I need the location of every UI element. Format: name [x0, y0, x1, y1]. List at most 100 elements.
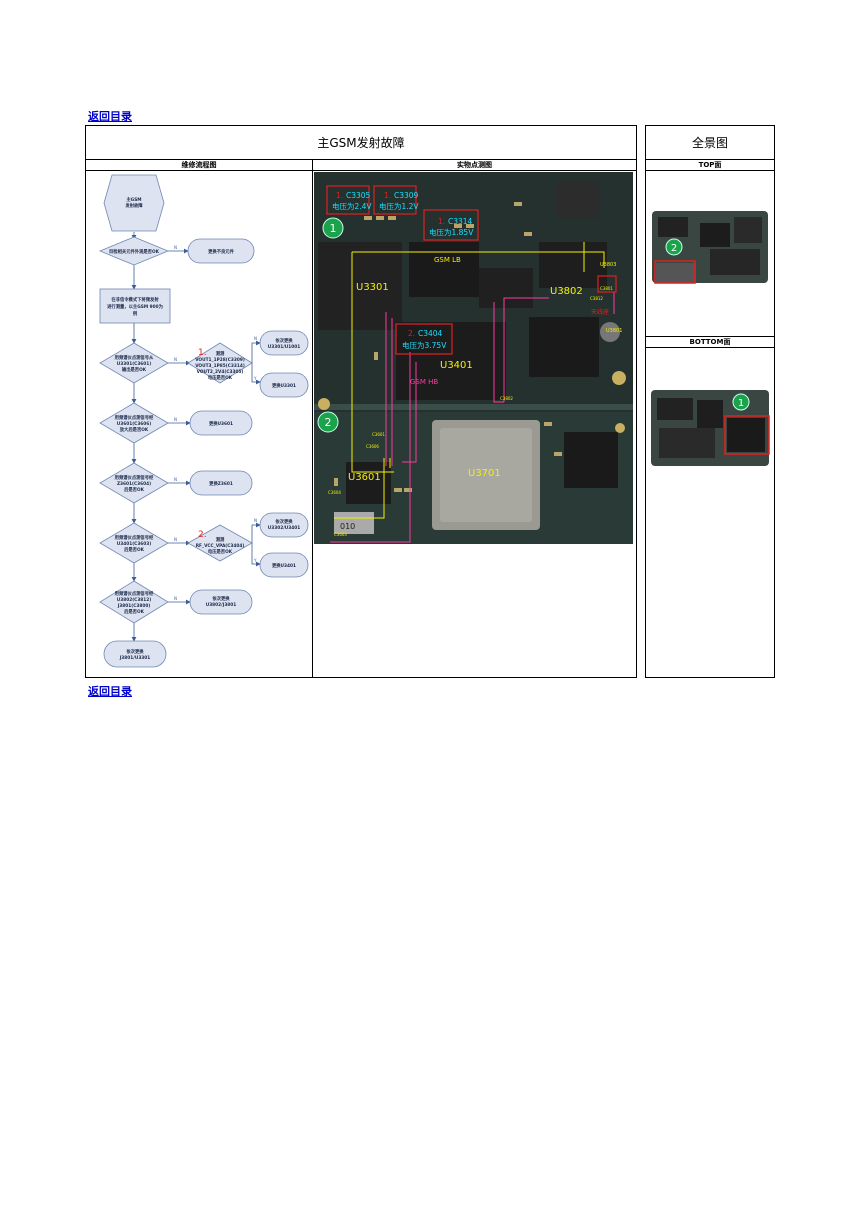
- flow-text: U3301(C3601): [117, 361, 152, 367]
- flow-text: 电压是否OK: [208, 374, 233, 381]
- label-antenna: 天线座: [591, 308, 609, 316]
- overview-title: 全景图: [691, 136, 728, 150]
- flow-note-1-diamond: [187, 342, 253, 384]
- callout-num: 1.: [384, 191, 391, 200]
- flow-text: 输出是否OK: [122, 366, 147, 373]
- table-title: 主GSM发射故障: [317, 136, 405, 150]
- svg-text:N: N: [174, 245, 177, 250]
- flow-result-2b: [259, 372, 309, 398]
- back-to-index-link-top[interactable]: 返回目录: [88, 110, 132, 123]
- flow-process-1: [99, 288, 171, 324]
- flow-text: 用频谱仪点测信号经: [114, 474, 154, 481]
- flow-text: 电压是否OK: [208, 548, 233, 555]
- callout-num: 2.: [408, 329, 415, 338]
- flow-text: 用频谱仪点测信号经: [114, 414, 154, 421]
- flow-text: U3802(C3812): [117, 597, 152, 603]
- label-c3604: C3604: [328, 490, 341, 495]
- svg-text:Y: Y: [253, 376, 257, 381]
- back-to-index-link-bottom[interactable]: 返回目录: [88, 685, 132, 698]
- flow-result-5b: [259, 552, 309, 578]
- svg-text:N: N: [254, 336, 257, 341]
- flow-decision-6: [99, 580, 169, 624]
- flow-result-3: [189, 410, 253, 436]
- divider: [646, 170, 774, 171]
- flow-result-4: [189, 470, 253, 496]
- svg-text:N: N: [254, 518, 257, 523]
- callout-num: 1.: [336, 191, 343, 200]
- label-c3606: C3606: [366, 444, 379, 449]
- flow-text: 进行测量，以主GSM 900为: [107, 303, 163, 310]
- flow-text: 更换U3401: [272, 562, 296, 569]
- flow-decision-4: [99, 462, 169, 504]
- label-c3802: C3802: [500, 396, 513, 401]
- flow-decision-3: [99, 402, 169, 444]
- callout-ref: C3314: [448, 217, 473, 226]
- flow-text: VOUT1_1P28(C3309): [195, 357, 245, 363]
- label-c3801: C3801: [600, 286, 613, 291]
- flow-text: U3601(C3606): [117, 421, 152, 427]
- flow-text: 依次更换: [275, 518, 293, 525]
- flow-text: 主GSM: [126, 196, 141, 203]
- flow-start: [103, 174, 165, 232]
- divider: [646, 336, 774, 337]
- repair-flowchart: NNN NNN NY NY 主GSM: [98, 174, 309, 668]
- flow-text: J3801/U3301: [119, 655, 151, 661]
- top-board-thumbnail: 2: [652, 211, 768, 284]
- flow-result-6: [189, 589, 253, 615]
- flow-text: 更换Z3601: [209, 480, 233, 487]
- label-u3601: U3601: [348, 472, 381, 483]
- flow-decision-1: [98, 236, 170, 266]
- label-u3701: U3701: [468, 468, 501, 479]
- callout-ref: C3305: [346, 191, 371, 200]
- flow-text: 更换不良元件: [208, 248, 234, 255]
- label-c3603: C3603: [334, 532, 347, 537]
- svg-text:N: N: [174, 417, 177, 422]
- flow-text: 用频谱仪点测信号从: [114, 354, 154, 361]
- flow-text: 后是否OK: [124, 546, 145, 553]
- top-side-label: TOP面: [698, 161, 722, 169]
- flow-text: 目检相关元件外观是否OK: [109, 248, 160, 255]
- top-marker-label: 2: [671, 243, 677, 254]
- flow-text: VOUT3_1P85(C3314): [195, 363, 245, 369]
- flow-note-2-diamond: [187, 524, 253, 562]
- label-u3801: U3801: [606, 328, 622, 334]
- svg-text:N: N: [174, 477, 177, 482]
- callout-voltage: 电压为2.4V: [332, 201, 372, 211]
- marker-1: [322, 217, 344, 239]
- flow-text: 测测: [216, 536, 225, 543]
- flow-text: 依次更换: [126, 648, 144, 655]
- callout-voltage: 电压为1.85V: [429, 227, 474, 237]
- flow-text: U3301/U1001: [268, 344, 300, 350]
- marker-2-label: 2: [325, 416, 332, 429]
- svg-text:N: N: [174, 357, 177, 362]
- flow-result-2a: [259, 330, 309, 356]
- callout-voltage: 电压为1.2V: [379, 201, 419, 211]
- callout-voltage: 电压为3.75V: [402, 340, 447, 350]
- flow-text: 更换U3601: [209, 420, 233, 427]
- svg-text:N: N: [174, 596, 177, 601]
- callout-box-c3404: [395, 323, 453, 355]
- flow-text: 用频谱仪点测信号经: [114, 534, 154, 541]
- divider: [86, 159, 636, 160]
- flow-text: J3801(C3800): [117, 603, 151, 609]
- callout-box-c3305: [326, 185, 370, 215]
- callout-ref: C3404: [418, 329, 443, 338]
- column-header-flow: 维修流程图: [181, 161, 217, 169]
- label-gsm-hb: GSM HB: [410, 378, 438, 386]
- flow-text: 发射故障: [125, 202, 143, 209]
- flow-text: Z3601(C3604): [117, 481, 151, 487]
- overview-table: 全景图 TOP面 BOTTOM面 2 1: [645, 125, 775, 678]
- flow-text: U3802/J3801: [206, 602, 237, 608]
- label-u3803: U3803: [600, 262, 616, 268]
- callout-num: 1.: [438, 217, 445, 226]
- callout-box-c3309: [373, 185, 417, 215]
- flow-text: RF_VCC_VPA(C3404): [196, 543, 245, 549]
- label-010: 010: [340, 522, 355, 531]
- label-u3802: U3802: [550, 286, 583, 297]
- svg-text:N: N: [174, 537, 177, 542]
- label-c3812: C3812: [590, 296, 603, 301]
- flow-text: 后是否OK: [124, 486, 145, 493]
- label-c3601: C3601: [372, 432, 385, 437]
- divider: [646, 159, 774, 160]
- callout-box-c3314: [423, 209, 479, 241]
